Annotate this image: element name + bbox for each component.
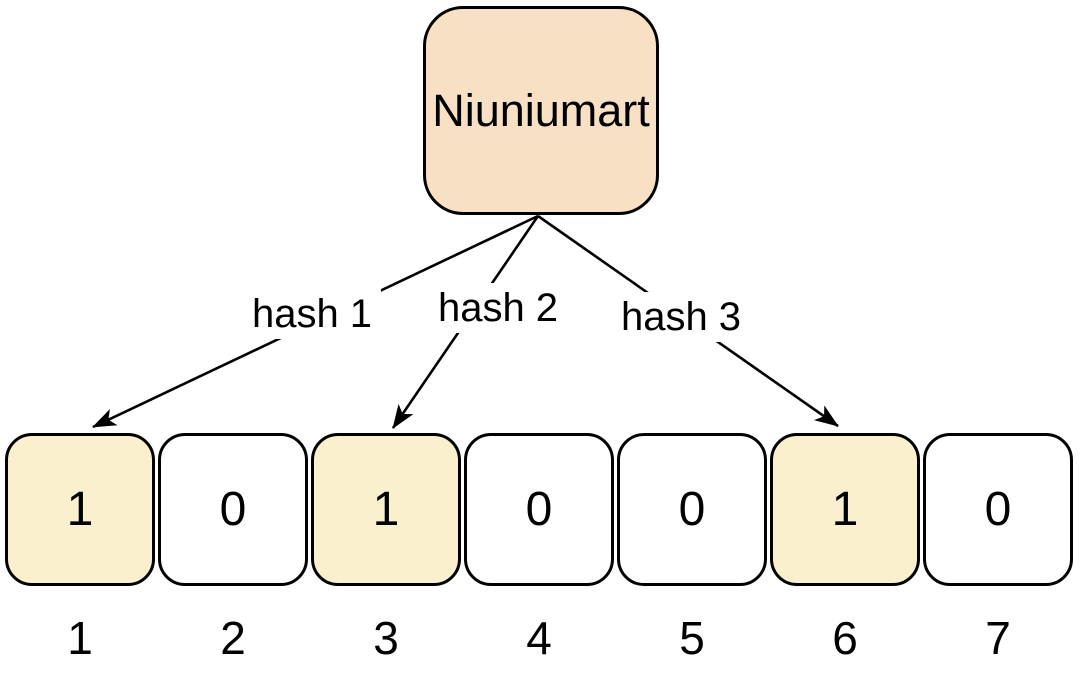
cell-index-5: 5: [679, 612, 705, 664]
item-label: Niuniumart: [432, 84, 650, 136]
bit-value: 0: [984, 483, 1012, 536]
cell-index-2: 2: [220, 612, 246, 664]
hash1-label: hash 1: [242, 289, 382, 339]
cell-index-4: 4: [526, 612, 552, 664]
hash2-label: hash 2: [428, 283, 568, 333]
bit-value: 0: [219, 483, 247, 536]
hash3-label: hash 3: [611, 292, 751, 342]
bit-cell-5: 0: [617, 433, 767, 586]
item-box: Niuniumart: [423, 6, 659, 215]
bit-cell-7: 0: [923, 433, 1073, 586]
cell-index-7: 7: [985, 612, 1011, 664]
bit-value: 0: [525, 483, 553, 536]
bit-cell-3: 1: [311, 433, 461, 586]
bit-cell-6: 1: [770, 433, 920, 586]
cell-index-3: 3: [373, 612, 399, 664]
bit-value: 1: [831, 483, 859, 536]
bit-cell-1: 1: [5, 433, 155, 586]
cell-index-1: 1: [67, 612, 93, 664]
bit-value: 0: [678, 483, 706, 536]
bit-cell-4: 0: [464, 433, 614, 586]
bit-value: 1: [372, 483, 400, 536]
bit-cell-2: 0: [158, 433, 308, 586]
bit-value: 1: [66, 483, 94, 536]
cell-index-6: 6: [832, 612, 858, 664]
